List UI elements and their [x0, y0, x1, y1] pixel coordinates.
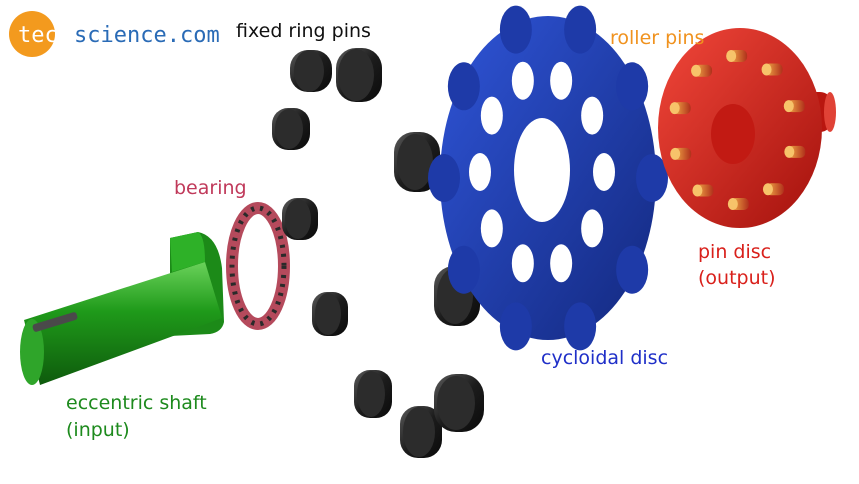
cycloid-hole [511, 244, 534, 283]
cycloid-lobe [616, 62, 649, 111]
bearing [226, 202, 290, 330]
ring-pin [400, 406, 442, 458]
logo-part2: science.com [74, 23, 220, 48]
eccentric-shaft [20, 232, 224, 385]
roller-pin [783, 100, 805, 113]
label-pin-disc: pin disc [698, 241, 771, 263]
ring-pin [336, 48, 382, 102]
logo-part1: tec- [18, 23, 71, 48]
roller-pin [727, 197, 749, 210]
ring-pin [272, 108, 310, 150]
ring-pin [290, 50, 332, 92]
cycloid-lobe [499, 302, 532, 351]
cycloid-hole [581, 96, 604, 135]
cycloid-hole [480, 96, 503, 135]
cycloid-hole [480, 209, 503, 248]
logo-circle-icon [9, 11, 55, 57]
roller-pin [784, 145, 806, 158]
label-pin-disc-output: (output) [698, 267, 776, 289]
label-roller-pins: roller pins [610, 27, 704, 49]
roller-pin [669, 102, 691, 115]
cycloid-lobe [447, 245, 480, 294]
roller-pin [762, 183, 784, 196]
label-eccentric-shaft: eccentric shaft [66, 392, 207, 414]
label-bearing: bearing [174, 177, 247, 199]
cycloid-lobe [447, 62, 480, 111]
roller-pin [670, 147, 692, 160]
cycloidal-disc [428, 5, 668, 351]
label-eccentric-shaft-input: (input) [66, 419, 130, 441]
cycloid-lobe [636, 154, 668, 202]
roller-pin [726, 50, 748, 63]
pin-disc [658, 28, 836, 228]
ring-pin [434, 374, 484, 432]
cycloid-lobe [499, 5, 532, 54]
cycloid-lobe [616, 245, 649, 294]
cycloid-hole [593, 153, 615, 191]
cycloid-hole [511, 61, 534, 100]
label-fixed-ring-pins: fixed ring pins [236, 20, 371, 42]
cycloid-hole [550, 61, 573, 100]
tec-science-logo: tec- science.com [9, 11, 220, 57]
fixed-ring-pins [272, 48, 484, 458]
ring-pin [354, 370, 392, 418]
cycloid-hole [581, 209, 604, 248]
roller-pin [692, 184, 714, 197]
ring-pin [282, 198, 318, 240]
roller-pin [691, 64, 713, 77]
cycloid-lobe [564, 5, 597, 54]
roller-pin [761, 63, 783, 76]
cycloid-lobe [428, 154, 460, 202]
cycloid-hole [469, 153, 491, 191]
cycloid-lobe [564, 302, 597, 351]
ring-pin [312, 292, 348, 336]
cycloid-hole [550, 244, 573, 283]
label-cycloidal-disc: cycloidal disc [541, 347, 668, 369]
